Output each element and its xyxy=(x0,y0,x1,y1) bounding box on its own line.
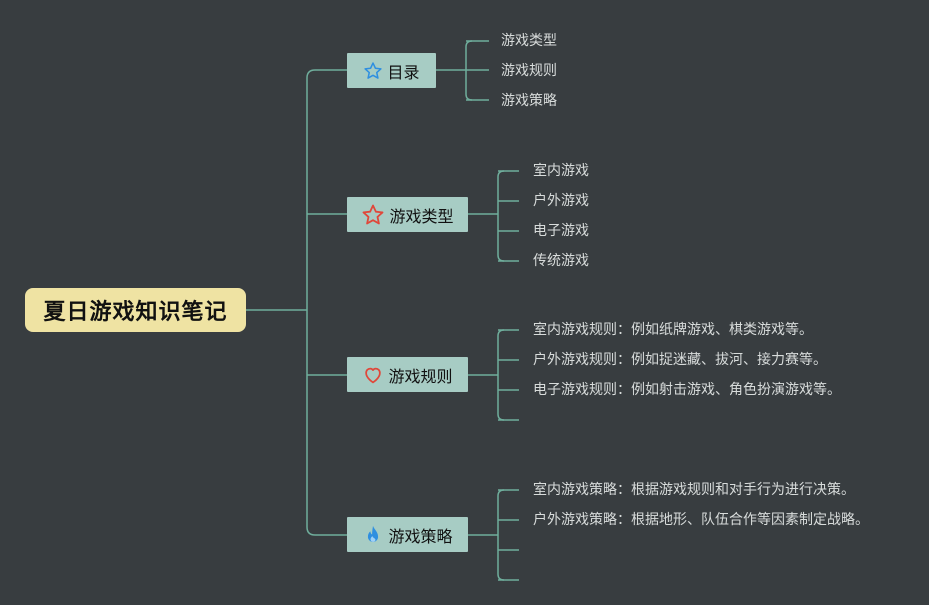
branch-label: 游戏类型 xyxy=(389,206,454,226)
branch-node-game-types[interactable]: 游戏类型 xyxy=(347,197,468,232)
leaf-node[interactable]: 室内游戏规则：例如纸牌游戏、棋类游戏等。 xyxy=(533,322,813,338)
flame-icon xyxy=(362,523,384,547)
leaf-node[interactable]: 户外游戏规则：例如捉迷藏、拔河、接力赛等。 xyxy=(533,352,827,368)
branch-3-bracket xyxy=(497,329,505,421)
heart-outline-icon xyxy=(362,364,384,386)
leaf-node[interactable]: 室内游戏策略：根据游戏规则和对手行为进行决策。 xyxy=(533,482,855,498)
leaf-node[interactable]: 户外游戏策略：根据地形、队伍合作等因素制定战略。 xyxy=(533,512,869,528)
leaf-node[interactable]: 游戏规则 xyxy=(501,63,557,79)
branch-4-leaf-ticks xyxy=(498,489,519,581)
branch-2-bracket xyxy=(497,170,505,262)
leaf-node[interactable]: 室内游戏 xyxy=(533,163,589,179)
branch-label: 目录 xyxy=(387,62,420,82)
branch-1-leaf-ticks xyxy=(466,40,489,101)
root-node[interactable]: 夏日游戏知识笔记 xyxy=(25,288,246,332)
leaf-node[interactable]: 电子游戏规则：例如射击游戏、角色扮演游戏等。 xyxy=(533,382,841,398)
branch-label: 游戏规则 xyxy=(388,366,453,386)
branch-2-leaf-ticks xyxy=(498,170,519,262)
leaf-node[interactable]: 户外游戏 xyxy=(533,193,589,209)
leaf-node[interactable]: 传统游戏 xyxy=(533,253,589,269)
leaf-node[interactable]: 电子游戏 xyxy=(533,223,589,239)
branch-label: 游戏策略 xyxy=(388,526,453,546)
leaf-node[interactable]: 游戏类型 xyxy=(501,33,557,49)
main-trunk xyxy=(306,69,316,536)
branch-4-bracket xyxy=(497,489,505,581)
branch-node-game-rules[interactable]: 游戏规则 xyxy=(347,357,468,392)
branch-3-leaf-ticks xyxy=(498,329,519,421)
star-outline-icon xyxy=(363,61,383,81)
root-title: 夏日游戏知识笔记 xyxy=(43,300,228,325)
star-outline-icon xyxy=(361,203,385,227)
leaf-node[interactable]: 游戏策略 xyxy=(501,93,557,109)
branch-node-contents[interactable]: 目录 xyxy=(347,53,436,88)
branch-node-game-strategies[interactable]: 游戏策略 xyxy=(347,517,468,552)
